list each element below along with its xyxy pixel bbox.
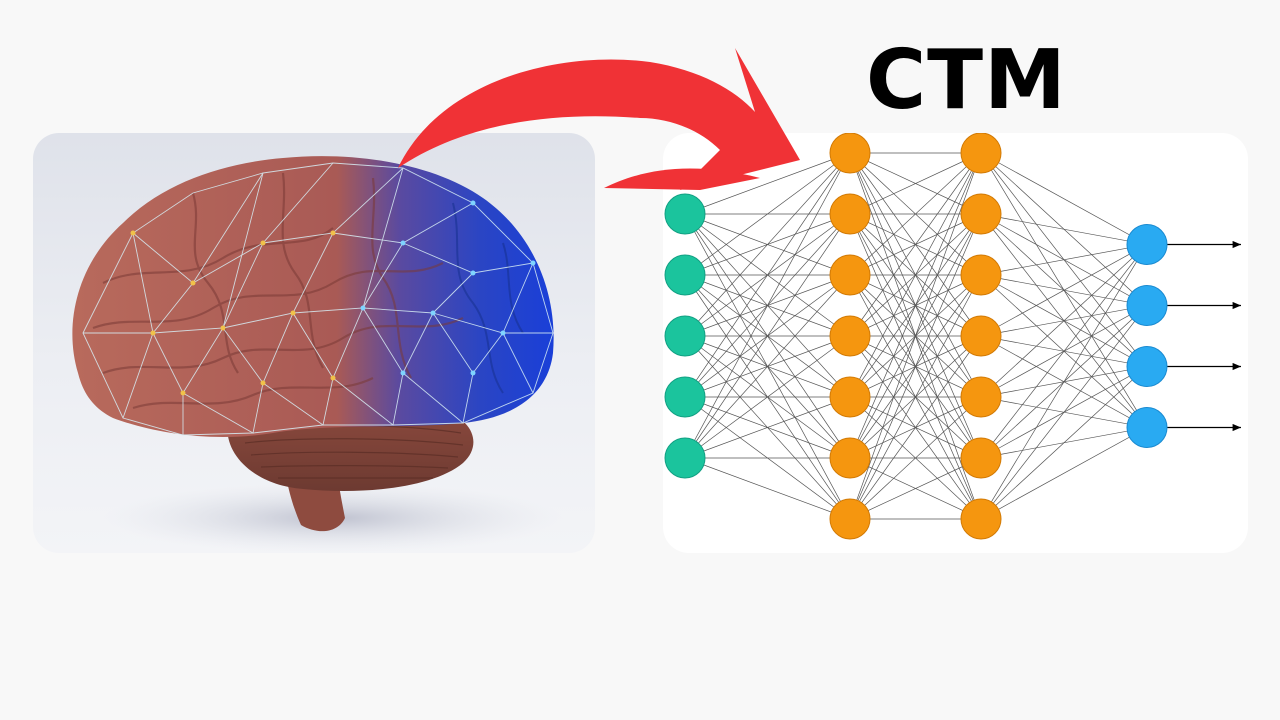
connection-line — [684, 274, 851, 459]
input-node — [664, 254, 706, 296]
brain-mesh-nodes — [130, 230, 336, 396]
connection-line — [684, 213, 851, 459]
connection-line — [849, 152, 982, 520]
hidden-2-node — [960, 133, 1002, 174]
connection-line — [684, 152, 851, 337]
connection-line — [849, 213, 982, 520]
connection-line — [684, 152, 851, 215]
connection-line — [980, 366, 1148, 520]
connection-line — [980, 244, 1148, 337]
network-connections — [684, 152, 1148, 520]
connection-line — [980, 305, 1148, 520]
input-node — [664, 315, 706, 357]
connection-line — [849, 396, 982, 520]
brain-image-card — [33, 133, 595, 553]
brain-illustration — [72, 156, 563, 553]
hidden-2-node — [960, 315, 1002, 357]
connection-line — [980, 427, 1148, 520]
output-node — [1126, 285, 1168, 326]
connection-line — [684, 396, 851, 459]
hidden-2-node — [960, 498, 1002, 540]
connection-line — [684, 152, 851, 398]
connection-line — [849, 274, 982, 520]
output-node — [1126, 224, 1168, 265]
hidden-2-node — [960, 193, 1002, 235]
brain-gyri — [92, 172, 464, 410]
connection-line — [980, 213, 1148, 245]
network-nodes — [664, 133, 1168, 540]
hidden-1-node — [829, 254, 871, 296]
hidden-1-node — [829, 498, 871, 540]
page-title: CTM — [866, 33, 1067, 128]
connection-line — [849, 152, 982, 459]
hidden-2-node — [960, 254, 1002, 296]
hidden-2-node — [960, 437, 1002, 479]
connection-line — [849, 152, 982, 398]
network-output-arrows — [1167, 240, 1241, 432]
input-node — [664, 193, 706, 235]
brain-mesh-nodes-blue — [360, 200, 536, 376]
hidden-1-node — [829, 133, 871, 174]
connection-line — [980, 244, 1148, 459]
output-node — [1126, 346, 1168, 387]
neural-network-card — [663, 133, 1248, 553]
connection-line — [684, 335, 851, 459]
connection-line — [849, 457, 982, 520]
connection-line — [684, 152, 851, 459]
neural-network-diagram — [664, 133, 1241, 540]
connection-line — [684, 152, 851, 276]
connection-line — [980, 152, 1148, 245]
connection-line — [684, 457, 851, 520]
hidden-1-node — [829, 376, 871, 418]
hidden-2-node — [960, 376, 1002, 418]
connection-line — [849, 335, 982, 520]
brain-gyri-blue — [452, 202, 524, 394]
connection-line — [980, 244, 1148, 520]
hidden-1-node — [829, 315, 871, 357]
input-node — [664, 437, 706, 479]
input-node — [664, 376, 706, 418]
hidden-1-node — [829, 437, 871, 479]
connection-line — [849, 152, 982, 337]
hidden-1-node — [829, 193, 871, 235]
output-node — [1126, 407, 1168, 448]
cerebrum — [72, 156, 554, 438]
connection-line — [849, 152, 982, 215]
connection-line — [980, 244, 1148, 398]
connection-line — [980, 244, 1148, 276]
connection-line — [849, 152, 982, 276]
